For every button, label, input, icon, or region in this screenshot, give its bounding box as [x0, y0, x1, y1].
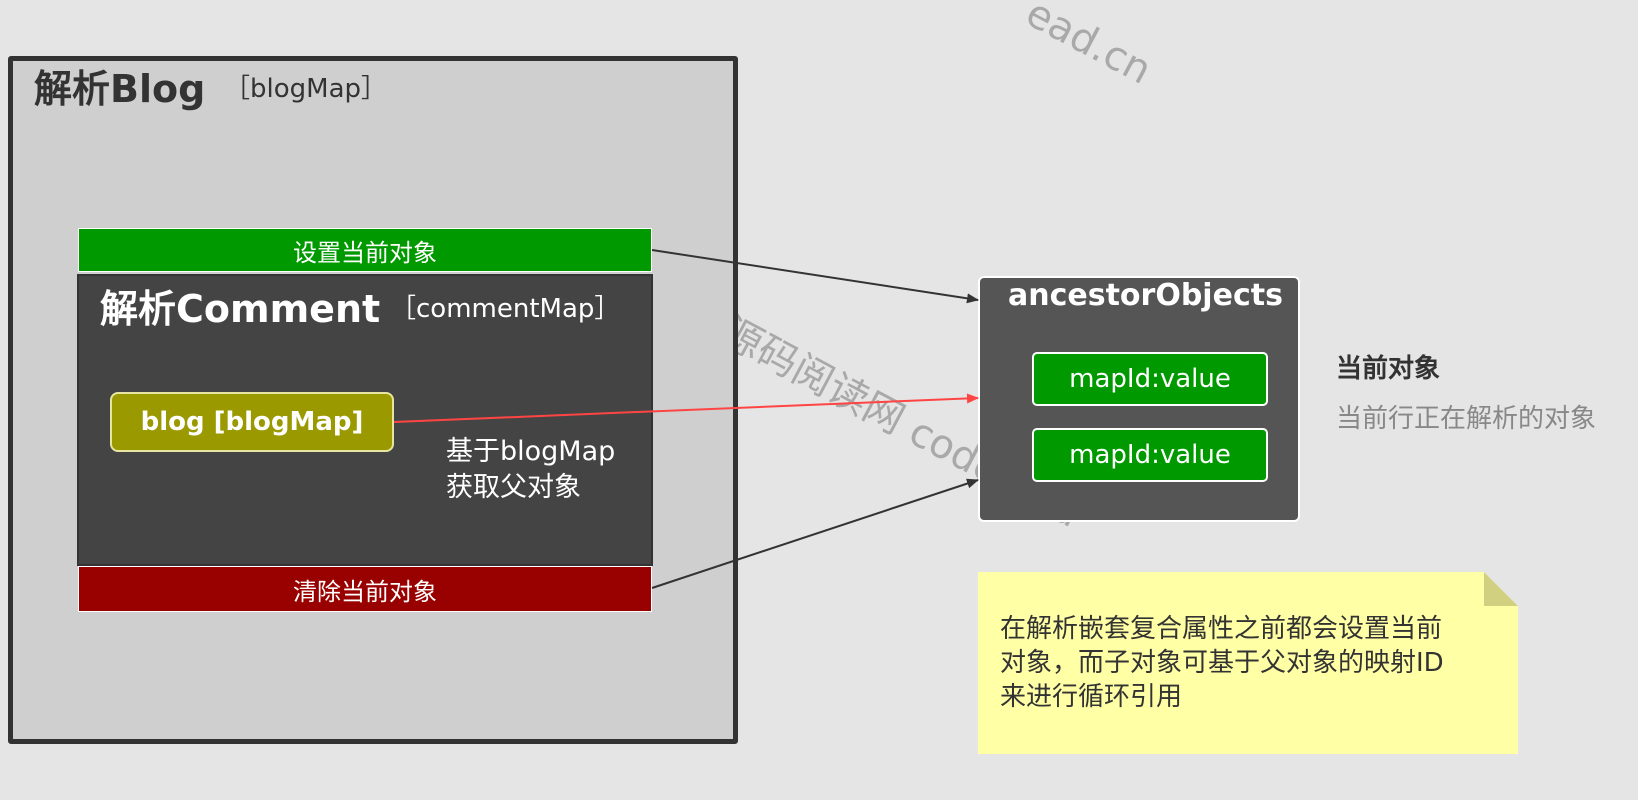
legend-description: 当前行正在解析的对象: [1336, 404, 1597, 434]
ancestor-map-entry: mapId:value: [1032, 352, 1268, 406]
blog-node-to-ancestor-arrow: [393, 393, 979, 423]
blog-node-annotation-line2: 获取父对象: [446, 472, 581, 503]
set-to-ancestor-arrow: [651, 249, 979, 304]
legend-title: 当前对象: [1336, 354, 1441, 384]
blog-node-annotation: 基于blogMap 获取父对象: [446, 434, 666, 506]
sticky-note-line: 在解析嵌套复合属性之前都会设置当前: [1000, 614, 1443, 644]
sticky-note-text: 在解析嵌套复合属性之前都会设置当前 对象，而子对象可基于父对象的映射ID 来进行…: [1000, 612, 1500, 714]
set-current-object-bar: 设置当前对象: [78, 228, 652, 272]
sticky-note-line: 来进行循环引用: [1000, 682, 1183, 712]
sticky-note-line: 对象，而子对象可基于父对象的映射ID: [1000, 648, 1444, 678]
sticky-note: [978, 572, 1518, 754]
comment-parse-title: 解析Comment: [100, 287, 381, 331]
sticky-note-fold-icon: [1484, 572, 1518, 606]
ancestor-map-entry: mapId:value: [1032, 428, 1268, 482]
blog-property-node: blog [blogMap]: [110, 392, 394, 452]
ancestor-objects-title: ancestorObjects: [1008, 278, 1283, 313]
blog-parse-title: 解析Blog: [34, 67, 206, 111]
clear-to-ancestor-arrow: [651, 478, 979, 589]
clear-current-object-bar: 清除当前对象: [78, 566, 652, 612]
comment-map-tag: ［commentMap］: [390, 294, 621, 324]
blog-map-tag: ［blogMap］: [224, 74, 388, 104]
blog-node-annotation-line1: 基于blogMap: [446, 436, 616, 467]
